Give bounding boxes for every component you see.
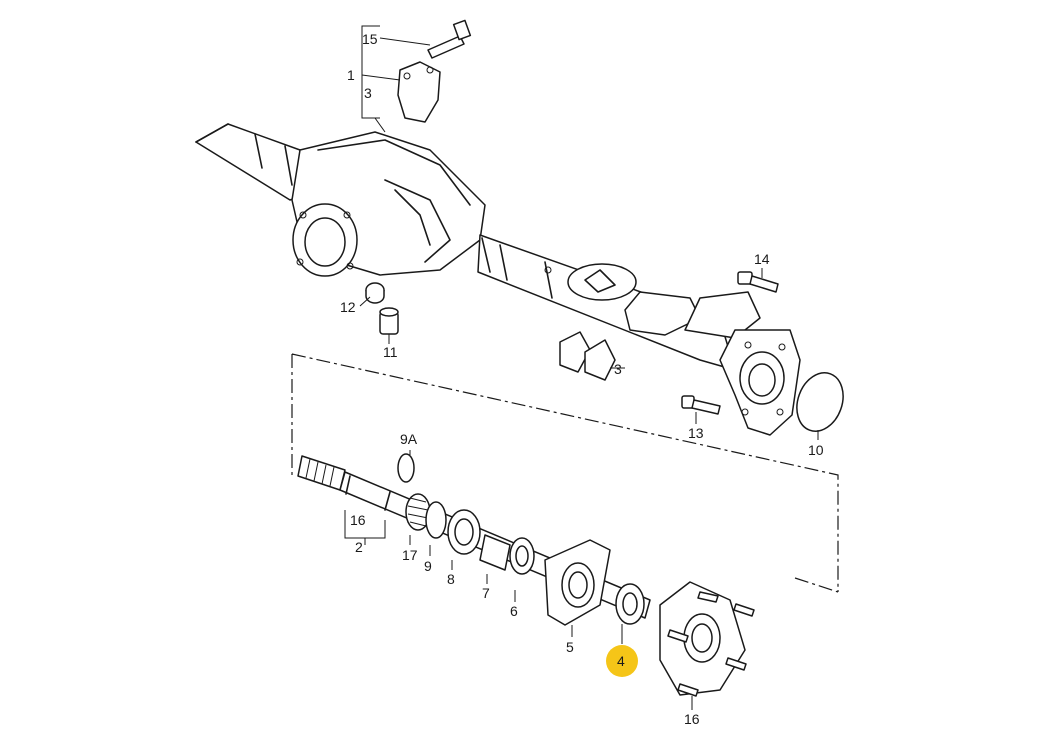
callout-11: 11 xyxy=(383,344,398,360)
callout-10: 10 xyxy=(808,442,824,458)
callout-2: 2 xyxy=(355,539,363,555)
spacer-7 xyxy=(479,534,511,571)
bushing-12 xyxy=(365,282,385,304)
callout-7: 7 xyxy=(482,585,490,601)
callout-9a: 9A xyxy=(400,431,418,447)
clamp-shell-top xyxy=(397,61,441,123)
collar-6 xyxy=(509,537,535,575)
ring-9 xyxy=(425,501,447,539)
callout-3-lower: 3 xyxy=(614,361,622,377)
callout-17: 17 xyxy=(402,547,418,563)
callout-12: 12 xyxy=(340,299,356,315)
o-ring-9a xyxy=(397,453,415,483)
callout-9: 9 xyxy=(424,558,432,574)
callout-13: 13 xyxy=(688,425,704,441)
sleeve-4 xyxy=(615,583,645,625)
bolt-14 xyxy=(737,271,779,293)
clamp-shells-lower xyxy=(559,331,616,381)
bearing-flange-5 xyxy=(544,539,611,626)
seal-disc-10 xyxy=(796,372,844,432)
callout-16-shaft: 16 xyxy=(350,512,366,528)
callout-14: 14 xyxy=(754,251,770,267)
bolt-15 xyxy=(427,19,472,59)
axle-housing xyxy=(195,123,801,436)
assembly-boundary xyxy=(291,353,839,590)
callout-8: 8 xyxy=(447,571,455,587)
bearing-8 xyxy=(447,509,481,555)
callout-4: 4 xyxy=(617,653,625,669)
callout-1: 1 xyxy=(347,67,355,83)
bolt-13 xyxy=(681,395,721,415)
hub-flange-16 xyxy=(659,581,755,697)
callout-5: 5 xyxy=(566,639,574,655)
callout-6: 6 xyxy=(510,603,518,619)
callout-3-top: 3 xyxy=(364,85,372,101)
highlight-marker-4 xyxy=(606,645,638,677)
bushing-11 xyxy=(379,307,399,335)
callout-15: 15 xyxy=(362,31,378,47)
callout-16-hub: 16 xyxy=(684,711,700,727)
